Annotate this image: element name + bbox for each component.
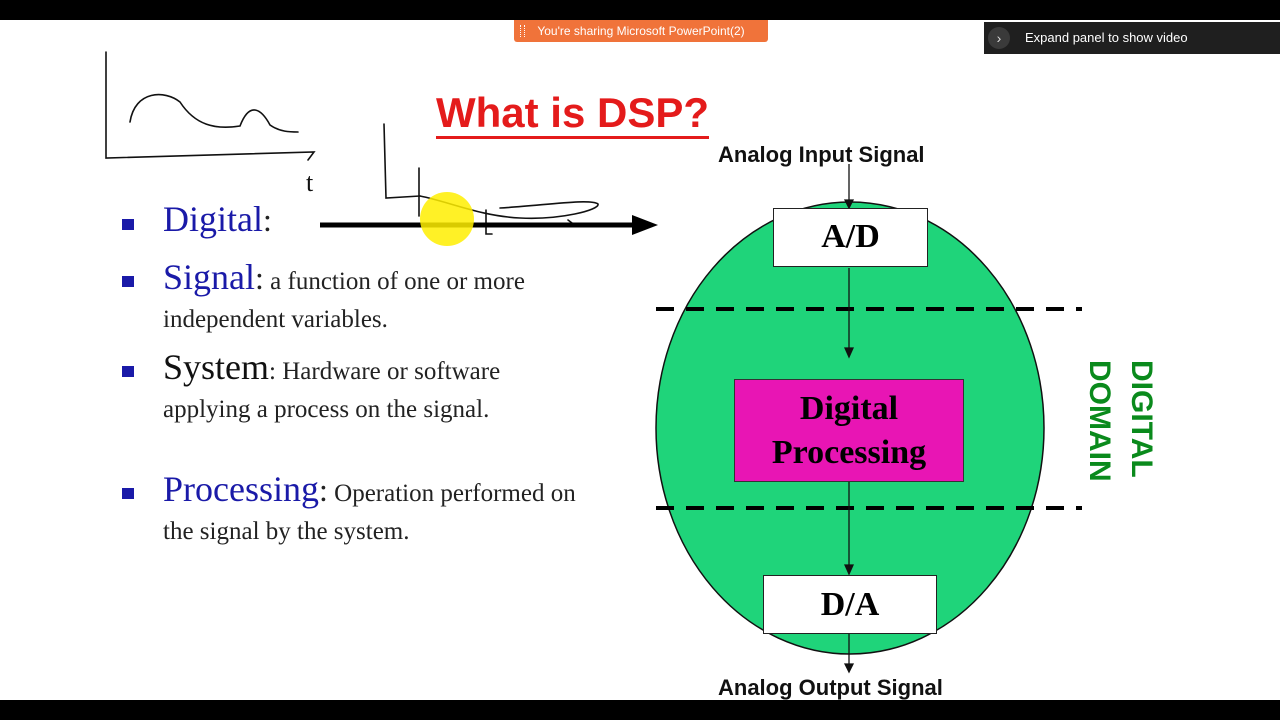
bullet-marker [122,276,134,287]
presentation-slide: t What is DSP? Digital: Signal: a functi… [0,20,1280,700]
ad-converter-box: A/D [773,208,928,267]
analog-input-label: Analog Input Signal [718,142,925,167]
bullet-term: Signal [163,257,256,297]
sketch-waveform [129,93,299,133]
slide-title: What is DSP? [436,90,710,139]
expand-panel-label: Expand panel to show video [1025,30,1188,45]
laser-pointer-highlight [420,192,474,246]
sketch-axes-2 [383,123,421,199]
chevron-right-icon[interactable]: › [988,27,1010,49]
bullet-marker [122,366,134,377]
analog-output-label: Analog Output Signal [718,675,943,700]
digital-processing-box: Digital Processing [734,379,964,482]
digital-domain-label: DIGITAL DOMAIN [1083,360,1158,482]
da-converter-box: D/A [763,575,937,634]
sketch-axes-1 [105,51,316,161]
bullet-signal: Signal: a function of one or more indepe… [163,257,525,333]
bullet-processing: Processing: Operation performed on the s… [163,469,576,545]
annotation-t-label: t [306,168,314,197]
bullet-system: System: Hardware or software applying a … [163,347,501,423]
bullet-term: Digital [163,199,263,239]
bullet-term: Processing [163,469,319,509]
screen-share-banner[interactable]: You're sharing Microsoft PowerPoint(2) [514,20,768,42]
bullet-digital: Digital: [163,199,272,239]
bullet-term: System [163,347,270,387]
share-banner-text: You're sharing Microsoft PowerPoint(2) [537,24,745,38]
bullet-marker [122,488,134,499]
digital-arrow-head [632,215,658,235]
video-panel-bar[interactable]: › Expand panel to show video [984,22,1280,54]
drag-grip-icon[interactable] [520,25,525,37]
bullet-marker [122,219,134,230]
